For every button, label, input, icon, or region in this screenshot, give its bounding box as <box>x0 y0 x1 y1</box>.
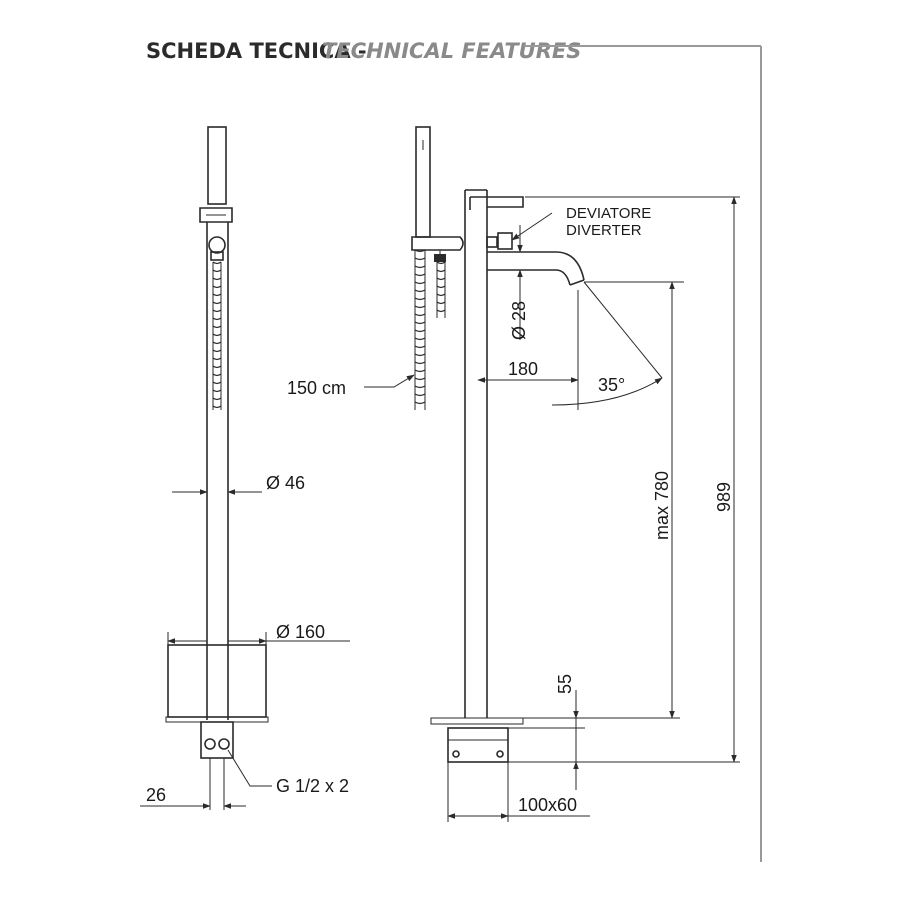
side-view: 150 cm DEVIATORE DIVERTER Ø 28 180 35° <box>287 126 740 822</box>
spout <box>487 251 585 281</box>
dim-footprint: 100x60 <box>518 795 577 815</box>
dim-spout-angle: 35° <box>598 375 625 395</box>
diverter-knob <box>486 236 498 248</box>
dim-spout-reach: 180 <box>508 359 538 379</box>
side-hose <box>414 249 426 405</box>
dim-column-diameter: Ø 46 <box>266 473 305 493</box>
dim-hose-length: 150 cm <box>287 378 346 398</box>
side-floor-plate <box>430 717 524 725</box>
side-base-body <box>447 727 509 763</box>
hose <box>212 261 222 409</box>
dim-total-height: 989 <box>714 482 734 512</box>
hose-connector <box>208 236 226 254</box>
shower-holder <box>199 207 233 223</box>
dim-spout-diameter: Ø 28 <box>509 301 529 340</box>
mixer-handle <box>470 196 524 208</box>
dim-floor-gap: 55 <box>555 674 575 694</box>
dim-base-diameter: Ø 160 <box>276 622 325 642</box>
dim-connection: G 1/2 x 2 <box>276 776 349 796</box>
dim-max-height: max 780 <box>652 471 672 540</box>
label-diverter-en: DIVERTER <box>566 222 642 239</box>
dim-pipe-offset: 26 <box>146 785 166 805</box>
title-italian: SCHEDA TECNICA - <box>146 39 367 63</box>
title-english: TECHNICAL FEATURES <box>322 39 581 63</box>
label-diverter-it: DEVIATORE <box>566 205 651 222</box>
page-frame <box>524 45 762 862</box>
front-view: Ø 46 Ø 160 G 1/2 x 2 26 <box>140 126 350 810</box>
base-cover <box>167 644 267 718</box>
hand-shower <box>207 126 227 205</box>
connection-body <box>200 721 234 759</box>
side-holder <box>411 236 464 251</box>
